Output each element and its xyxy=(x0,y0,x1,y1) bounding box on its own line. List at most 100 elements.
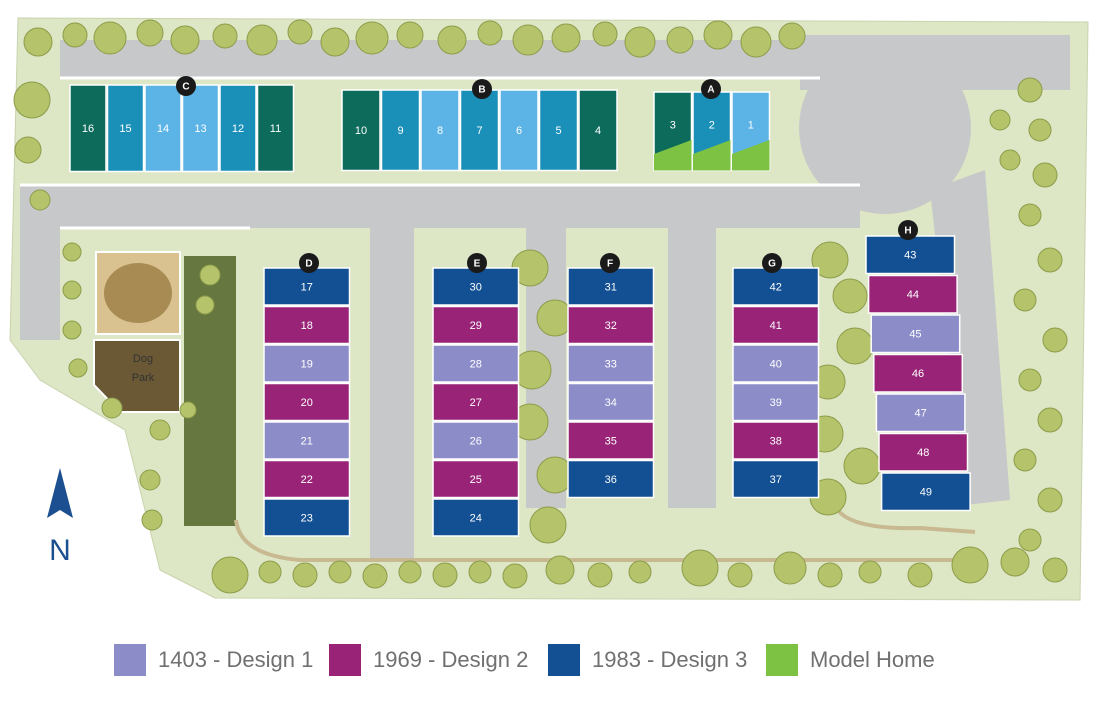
tree-icon xyxy=(843,447,881,485)
lot-13[interactable]: 13 xyxy=(181,84,220,173)
legend-swatch xyxy=(548,644,580,676)
lot-30[interactable]: 30 xyxy=(432,267,520,306)
lot-number: 8 xyxy=(437,125,443,137)
lot-12[interactable]: 12 xyxy=(219,84,257,173)
lot-16[interactable]: 16 xyxy=(69,84,107,173)
lot-14[interactable]: 14 xyxy=(144,84,182,173)
playground-area xyxy=(104,263,172,323)
lot-4[interactable]: 4 xyxy=(578,89,618,172)
lot-number: 45 xyxy=(909,329,921,341)
lot-shape xyxy=(880,472,971,512)
tree-icon xyxy=(1013,288,1037,312)
lot-38[interactable]: 38 xyxy=(732,421,820,460)
building-marker-circle xyxy=(467,253,487,273)
building-marker-H: H xyxy=(898,220,918,240)
tree-icon xyxy=(681,549,719,587)
lot-45[interactable]: 45 xyxy=(870,314,961,354)
lot-number: 38 xyxy=(770,435,782,447)
tree-icon xyxy=(989,109,1011,131)
lot-41[interactable]: 41 xyxy=(732,305,820,345)
lot-number: 1 xyxy=(748,120,754,132)
building-marker-A: A xyxy=(701,79,721,99)
lot-11[interactable]: 11 xyxy=(256,84,295,173)
lot-47[interactable]: 47 xyxy=(875,393,966,433)
lot-number: 18 xyxy=(301,320,313,332)
tree-icon xyxy=(666,26,694,54)
tree-icon xyxy=(1028,118,1052,142)
lot-21[interactable]: 21 xyxy=(263,421,351,460)
lot-shape xyxy=(432,459,520,499)
lot-shape xyxy=(69,84,107,173)
tree-icon xyxy=(1000,547,1030,577)
lot-8[interactable]: 8 xyxy=(420,89,460,172)
lot-48[interactable]: 48 xyxy=(878,432,969,472)
building-letter: A xyxy=(707,85,714,96)
lot-22[interactable]: 22 xyxy=(263,459,351,499)
lot-shape xyxy=(380,89,421,172)
lot-40[interactable]: 40 xyxy=(732,344,820,383)
lot-7[interactable]: 7 xyxy=(459,89,500,172)
lot-1[interactable]: 1 xyxy=(731,91,771,172)
lot-43[interactable]: 43 xyxy=(865,235,956,275)
lot-32[interactable]: 32 xyxy=(567,305,655,345)
building-letter: D xyxy=(305,259,312,270)
lot-18[interactable]: 18 xyxy=(263,305,351,345)
lot-number: 16 xyxy=(82,123,94,135)
lot-number: 20 xyxy=(301,397,313,409)
lot-9[interactable]: 9 xyxy=(380,89,421,172)
lot-27[interactable]: 27 xyxy=(432,382,520,422)
tree-icon xyxy=(139,469,161,491)
lot-17[interactable]: 17 xyxy=(263,267,351,306)
tree-icon xyxy=(1018,368,1042,392)
lot-39[interactable]: 39 xyxy=(732,382,820,422)
lot-29[interactable]: 29 xyxy=(432,305,520,345)
main-road xyxy=(20,185,860,340)
lot-49[interactable]: 49 xyxy=(880,472,971,512)
tree-icon xyxy=(811,241,849,279)
tree-icon xyxy=(778,22,806,50)
lot-25[interactable]: 25 xyxy=(432,459,520,499)
lot-42[interactable]: 42 xyxy=(732,267,820,306)
lot-19[interactable]: 19 xyxy=(263,344,351,383)
lot-number: 29 xyxy=(470,320,482,332)
tree-icon xyxy=(587,562,613,588)
lot-number: 5 xyxy=(555,125,561,137)
lot-31[interactable]: 31 xyxy=(567,267,655,306)
lot-3[interactable]: 3 xyxy=(653,91,693,172)
lot-23[interactable]: 23 xyxy=(263,498,351,537)
lot-36[interactable]: 36 xyxy=(567,459,655,499)
lot-shape xyxy=(341,89,381,172)
green-space xyxy=(184,256,236,526)
tree-icon xyxy=(529,506,567,544)
lot-44[interactable]: 44 xyxy=(867,274,958,314)
lot-37[interactable]: 37 xyxy=(732,459,820,499)
lot-46[interactable]: 46 xyxy=(873,353,964,393)
lot-28[interactable]: 28 xyxy=(432,344,520,383)
lot-shape xyxy=(875,393,966,433)
lot-shape xyxy=(578,89,618,172)
legend-item-model-home: Model Home xyxy=(766,642,935,678)
building-marker-F: F xyxy=(600,253,620,273)
tree-icon xyxy=(211,556,249,594)
lot-15[interactable]: 15 xyxy=(106,84,145,173)
lot-34[interactable]: 34 xyxy=(567,382,655,422)
lot-number: 23 xyxy=(301,512,313,524)
lot-10[interactable]: 10 xyxy=(341,89,381,172)
building-marker-circle xyxy=(176,76,196,96)
building-letter: E xyxy=(474,259,481,270)
tree-icon xyxy=(14,136,42,164)
lot-24[interactable]: 24 xyxy=(432,498,520,537)
lot-5[interactable]: 5 xyxy=(538,89,579,172)
dog-park-label-line2: Park xyxy=(132,372,155,384)
tree-icon xyxy=(170,25,200,55)
lot-6[interactable]: 6 xyxy=(499,89,539,172)
lot-shape xyxy=(567,267,655,306)
lot-35[interactable]: 35 xyxy=(567,421,655,460)
legend-label: 1403 - Design 1 xyxy=(158,647,314,672)
lot-2[interactable]: 2 xyxy=(692,91,732,172)
lot-26[interactable]: 26 xyxy=(432,421,520,460)
lot-33[interactable]: 33 xyxy=(567,344,655,383)
lot-shape xyxy=(263,382,351,422)
lot-20[interactable]: 20 xyxy=(263,382,351,422)
